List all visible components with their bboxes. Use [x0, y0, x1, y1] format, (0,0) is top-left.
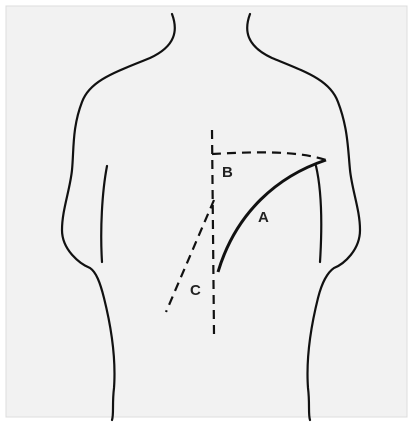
image-frame: [6, 6, 407, 417]
label-a: A: [258, 209, 269, 226]
label-c: C: [190, 282, 201, 299]
label-b: B: [222, 164, 233, 181]
